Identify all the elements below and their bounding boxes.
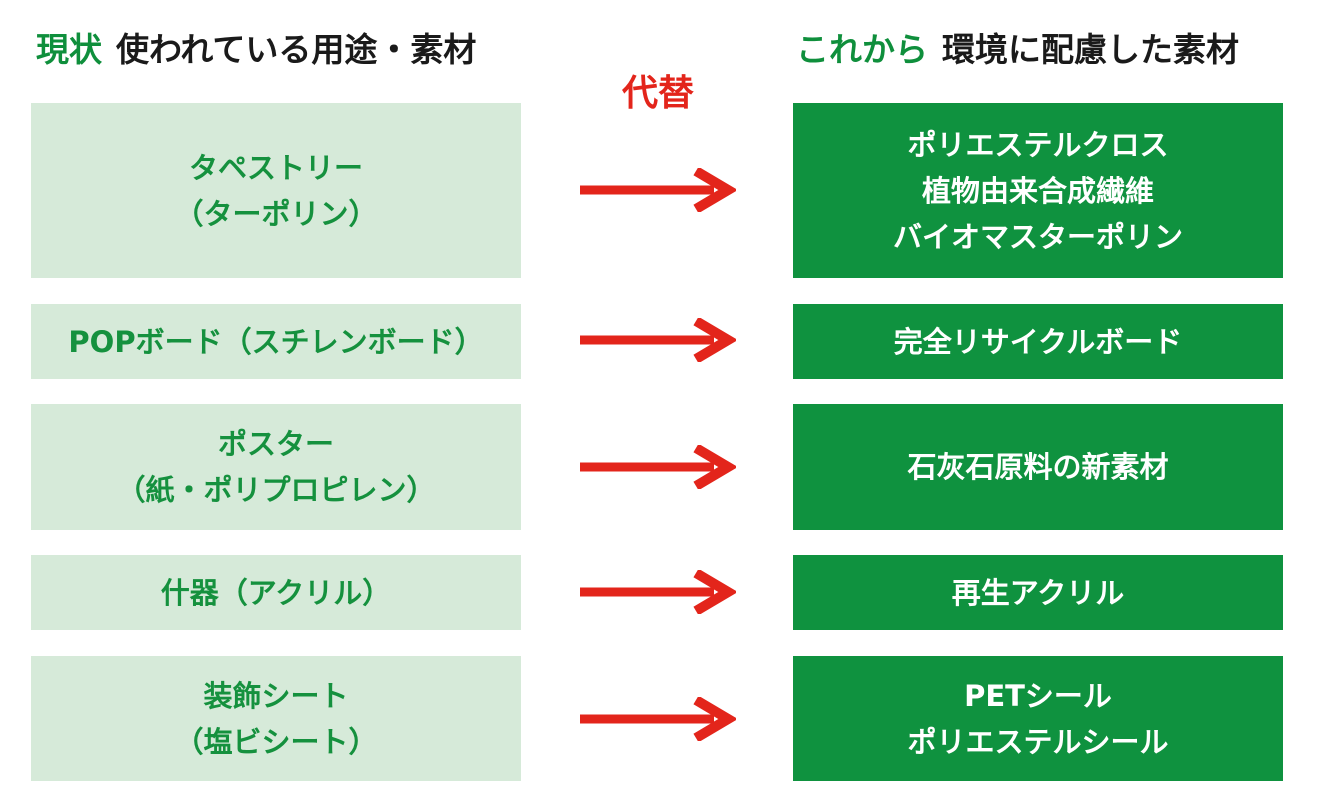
current-material-line: （塩ビシート） [174,724,378,759]
current-material-line: POPボード（スチレンボード） [68,324,484,359]
current-material-line: 装飾シート [203,678,349,713]
future-header: これから環境に配慮した素材 [796,22,1239,78]
current-header: 現状使われている用途・素材 [36,22,476,78]
current-header-accent: 現状 [36,30,102,69]
alternative-material-box-5: PETシール ポリエステルシール [793,656,1283,781]
right-arrow-icon [580,697,736,741]
alternative-material-line: 完全リサイクルボード [893,324,1183,359]
right-arrow-icon [580,318,736,362]
current-material-line: （紙・ポリプロピレン） [116,473,436,507]
alternative-material-line: 植物由来合成繊維 [921,173,1154,208]
current-material-box-3: ポスター （紙・ポリプロピレン） [31,404,521,530]
future-header-text: 環境に配慮した素材 [942,30,1239,69]
substitute-label: 代替 [621,73,695,114]
current-material-box-2: POPボード（スチレンボード） [31,304,521,379]
current-material-line: 什器（アクリル） [160,575,392,610]
alternative-material-box-3: 石灰石原料の新素材 [793,404,1283,530]
alternative-material-line: 石灰石原料の新素材 [907,450,1169,484]
current-material-box-5: 装飾シート （塩ビシート） [31,656,521,781]
current-material-line: （ターポリン） [174,196,378,231]
current-material-box-4: 什器（アクリル） [31,555,521,630]
alternative-material-line: 再生アクリル [951,575,1125,610]
right-arrow-icon [580,445,736,489]
current-material-box-1: タペストリー （ターポリン） [31,103,521,278]
right-arrow-icon [580,168,736,212]
alternative-material-box-4: 再生アクリル [793,555,1283,630]
alternative-material-line: ポリエステルシール [907,724,1169,759]
future-header-accent: これから [796,30,928,69]
alternative-material-box-2: 完全リサイクルボード [793,304,1283,379]
current-header-text: 使われている用途・素材 [116,30,477,69]
alternative-material-line: PETシール [964,678,1112,713]
current-material-line: ポスター [217,427,334,461]
alternative-material-line: バイオマスターポリン [892,219,1183,254]
alternative-material-box-1: ポリエステルクロス 植物由来合成繊維 バイオマスターポリン [793,103,1283,278]
current-material-line: タペストリー [188,150,363,185]
alternative-material-line: ポリエステルクロス [907,127,1169,162]
right-arrow-icon [580,570,736,614]
